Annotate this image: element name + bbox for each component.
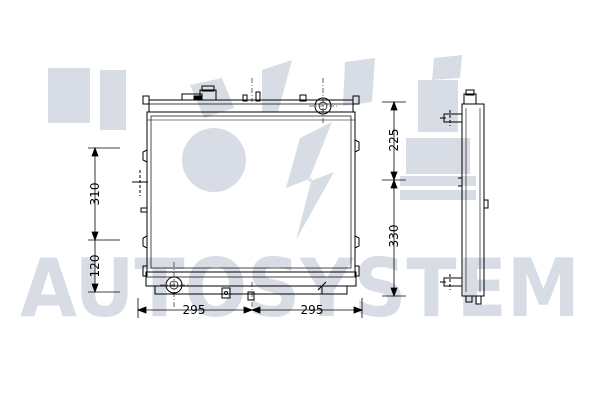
- watermark-text: AUTOSYSTEM: [20, 242, 580, 335]
- dim-label-120: 120: [88, 255, 102, 278]
- dim-label-295-right: 295: [301, 303, 324, 317]
- watermark-emblem: [48, 55, 476, 240]
- side-dimension-labels: 225 330: [387, 129, 401, 248]
- dim-label-225: 225: [387, 129, 401, 152]
- side-sensor: [132, 170, 148, 213]
- side-view: [440, 89, 489, 305]
- front-dimensions: [88, 146, 364, 318]
- bottom-rail: [154, 285, 348, 295]
- vent-nipple-1: [242, 94, 248, 102]
- drain-plug: [221, 287, 231, 299]
- side-upper-port: [440, 110, 463, 126]
- vent-nipple-3: [299, 94, 307, 102]
- drain-tap: [317, 281, 327, 294]
- filler-cap: [181, 85, 217, 101]
- dim-label-295-left: 295: [183, 303, 206, 317]
- side-lower-port: [440, 274, 463, 290]
- front-view: [132, 78, 360, 312]
- dim-label-330: 330: [387, 225, 401, 248]
- side-dimensions: [382, 100, 406, 298]
- dim-label-310: 310: [88, 183, 102, 206]
- bottom-bracket: [247, 291, 255, 301]
- mounting-tabs: [142, 95, 360, 277]
- center-lines: [160, 78, 337, 312]
- watermark: AUTOSYSTEM: [20, 55, 580, 335]
- side-cap: [463, 93, 477, 105]
- front-dimension-labels: 310 120 295 295: [88, 183, 323, 317]
- vent-nipple-2: [255, 91, 261, 102]
